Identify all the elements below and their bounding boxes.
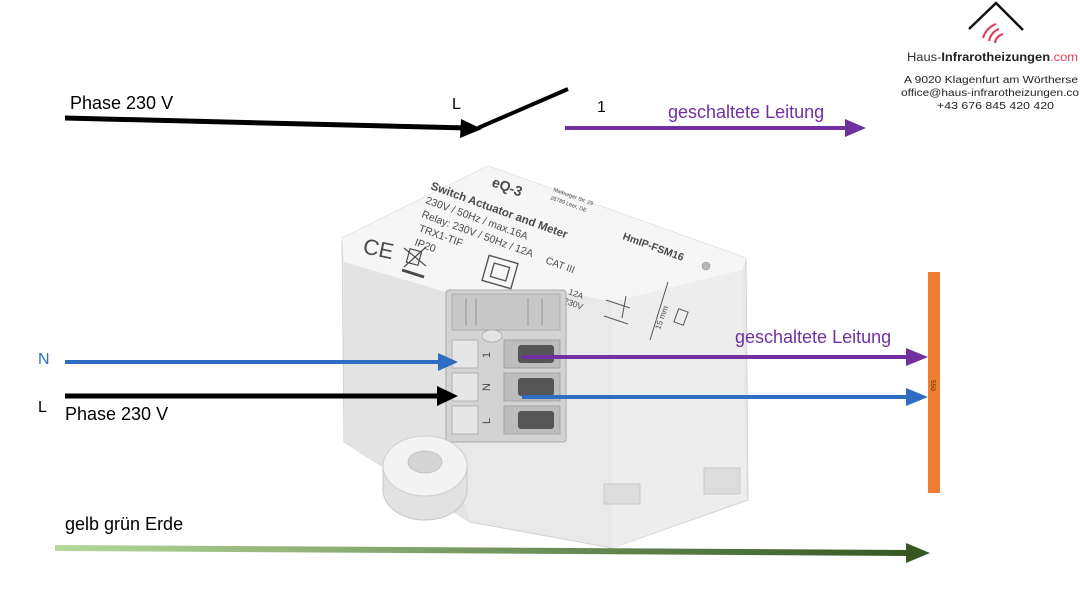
actuator-wiring: N L Phase 230 V geschaltete Leitung 550	[38, 272, 940, 493]
live-label: L	[38, 399, 47, 416]
company-name-suffix: .com	[1050, 52, 1078, 64]
mounting-tab	[382, 435, 468, 521]
terminal-label-l: L	[481, 418, 493, 424]
device-led	[701, 261, 711, 271]
terminal-label-1: 1	[481, 352, 493, 358]
company-name: Haus-Infrarotheizungen.com	[907, 52, 1078, 64]
address-line-1: A 9020 Klagenfurt am Wörtherse	[904, 75, 1079, 86]
double-insulation-icon	[481, 254, 519, 290]
earth-circuit: gelb grün Erde	[55, 514, 930, 563]
weee-bin-icon	[401, 246, 427, 279]
terminal-block: 1 N L	[445, 289, 567, 443]
switch-lever	[477, 87, 569, 130]
top-phase-arrowhead	[460, 119, 482, 138]
switch-output-label: 1	[597, 99, 606, 116]
ce-mark: CE	[361, 233, 396, 264]
terminal-opening-1	[518, 345, 554, 363]
company-name-prefix: Haus-	[907, 52, 942, 64]
top-phase-wire	[64, 115, 469, 131]
strip-length-gauge-icon	[649, 281, 689, 341]
device-right-face	[612, 270, 746, 548]
heater-load-bar	[928, 272, 940, 493]
top-switched-arrowhead	[845, 119, 866, 137]
switch-symbol-icon	[603, 295, 631, 325]
terminal-lever-1	[451, 339, 479, 369]
top-phase-label: Phase 230 V	[70, 93, 173, 113]
company-name-main: Infrarotheizungen	[941, 52, 1050, 64]
device-top-face	[342, 166, 746, 302]
terminal-opening-3	[518, 411, 554, 429]
earth-arrowhead	[906, 543, 930, 563]
device-foot-right	[703, 467, 741, 495]
heater-load-label: 550	[929, 380, 936, 391]
company-logo: Haus-Infrarotheizungen.com A 9020 Klagen…	[901, 1, 1080, 112]
neutral-arrowhead	[438, 353, 458, 371]
terminal-cap	[481, 329, 503, 343]
live-phase-label: Phase 230 V	[65, 404, 168, 424]
earth-label: gelb grün Erde	[65, 514, 183, 534]
switched-output-label: geschaltete Leitung	[735, 327, 891, 347]
address-line-2: office@haus-infrarotheizungen.co	[901, 88, 1080, 99]
terminal-top-cover	[451, 293, 561, 331]
top-switched-label: geschaltete Leitung	[668, 102, 824, 122]
device-foot-left	[603, 483, 641, 505]
switch-input-label: L	[452, 96, 461, 113]
earth-wire	[55, 545, 912, 556]
house-roof-icon	[968, 1, 1024, 31]
device-current: 12A	[567, 286, 585, 301]
terminal-lever-l	[451, 405, 479, 435]
neutral-label: N	[38, 351, 50, 368]
infrared-waves-icon	[981, 22, 1004, 44]
terminal-label-n: N	[481, 383, 493, 391]
mounting-hole	[407, 450, 443, 474]
top-switch-circuit: Phase 230 V L 1 geschaltete Leitung	[64, 87, 866, 138]
terminal-top-slots	[465, 298, 543, 326]
neutral-output-arrowhead	[906, 388, 928, 406]
terminal-opening-2	[518, 378, 554, 396]
address-line-3: +43 676 845 420 420	[937, 101, 1055, 112]
live-arrowhead	[437, 386, 458, 406]
switched-output-arrowhead	[906, 348, 928, 366]
